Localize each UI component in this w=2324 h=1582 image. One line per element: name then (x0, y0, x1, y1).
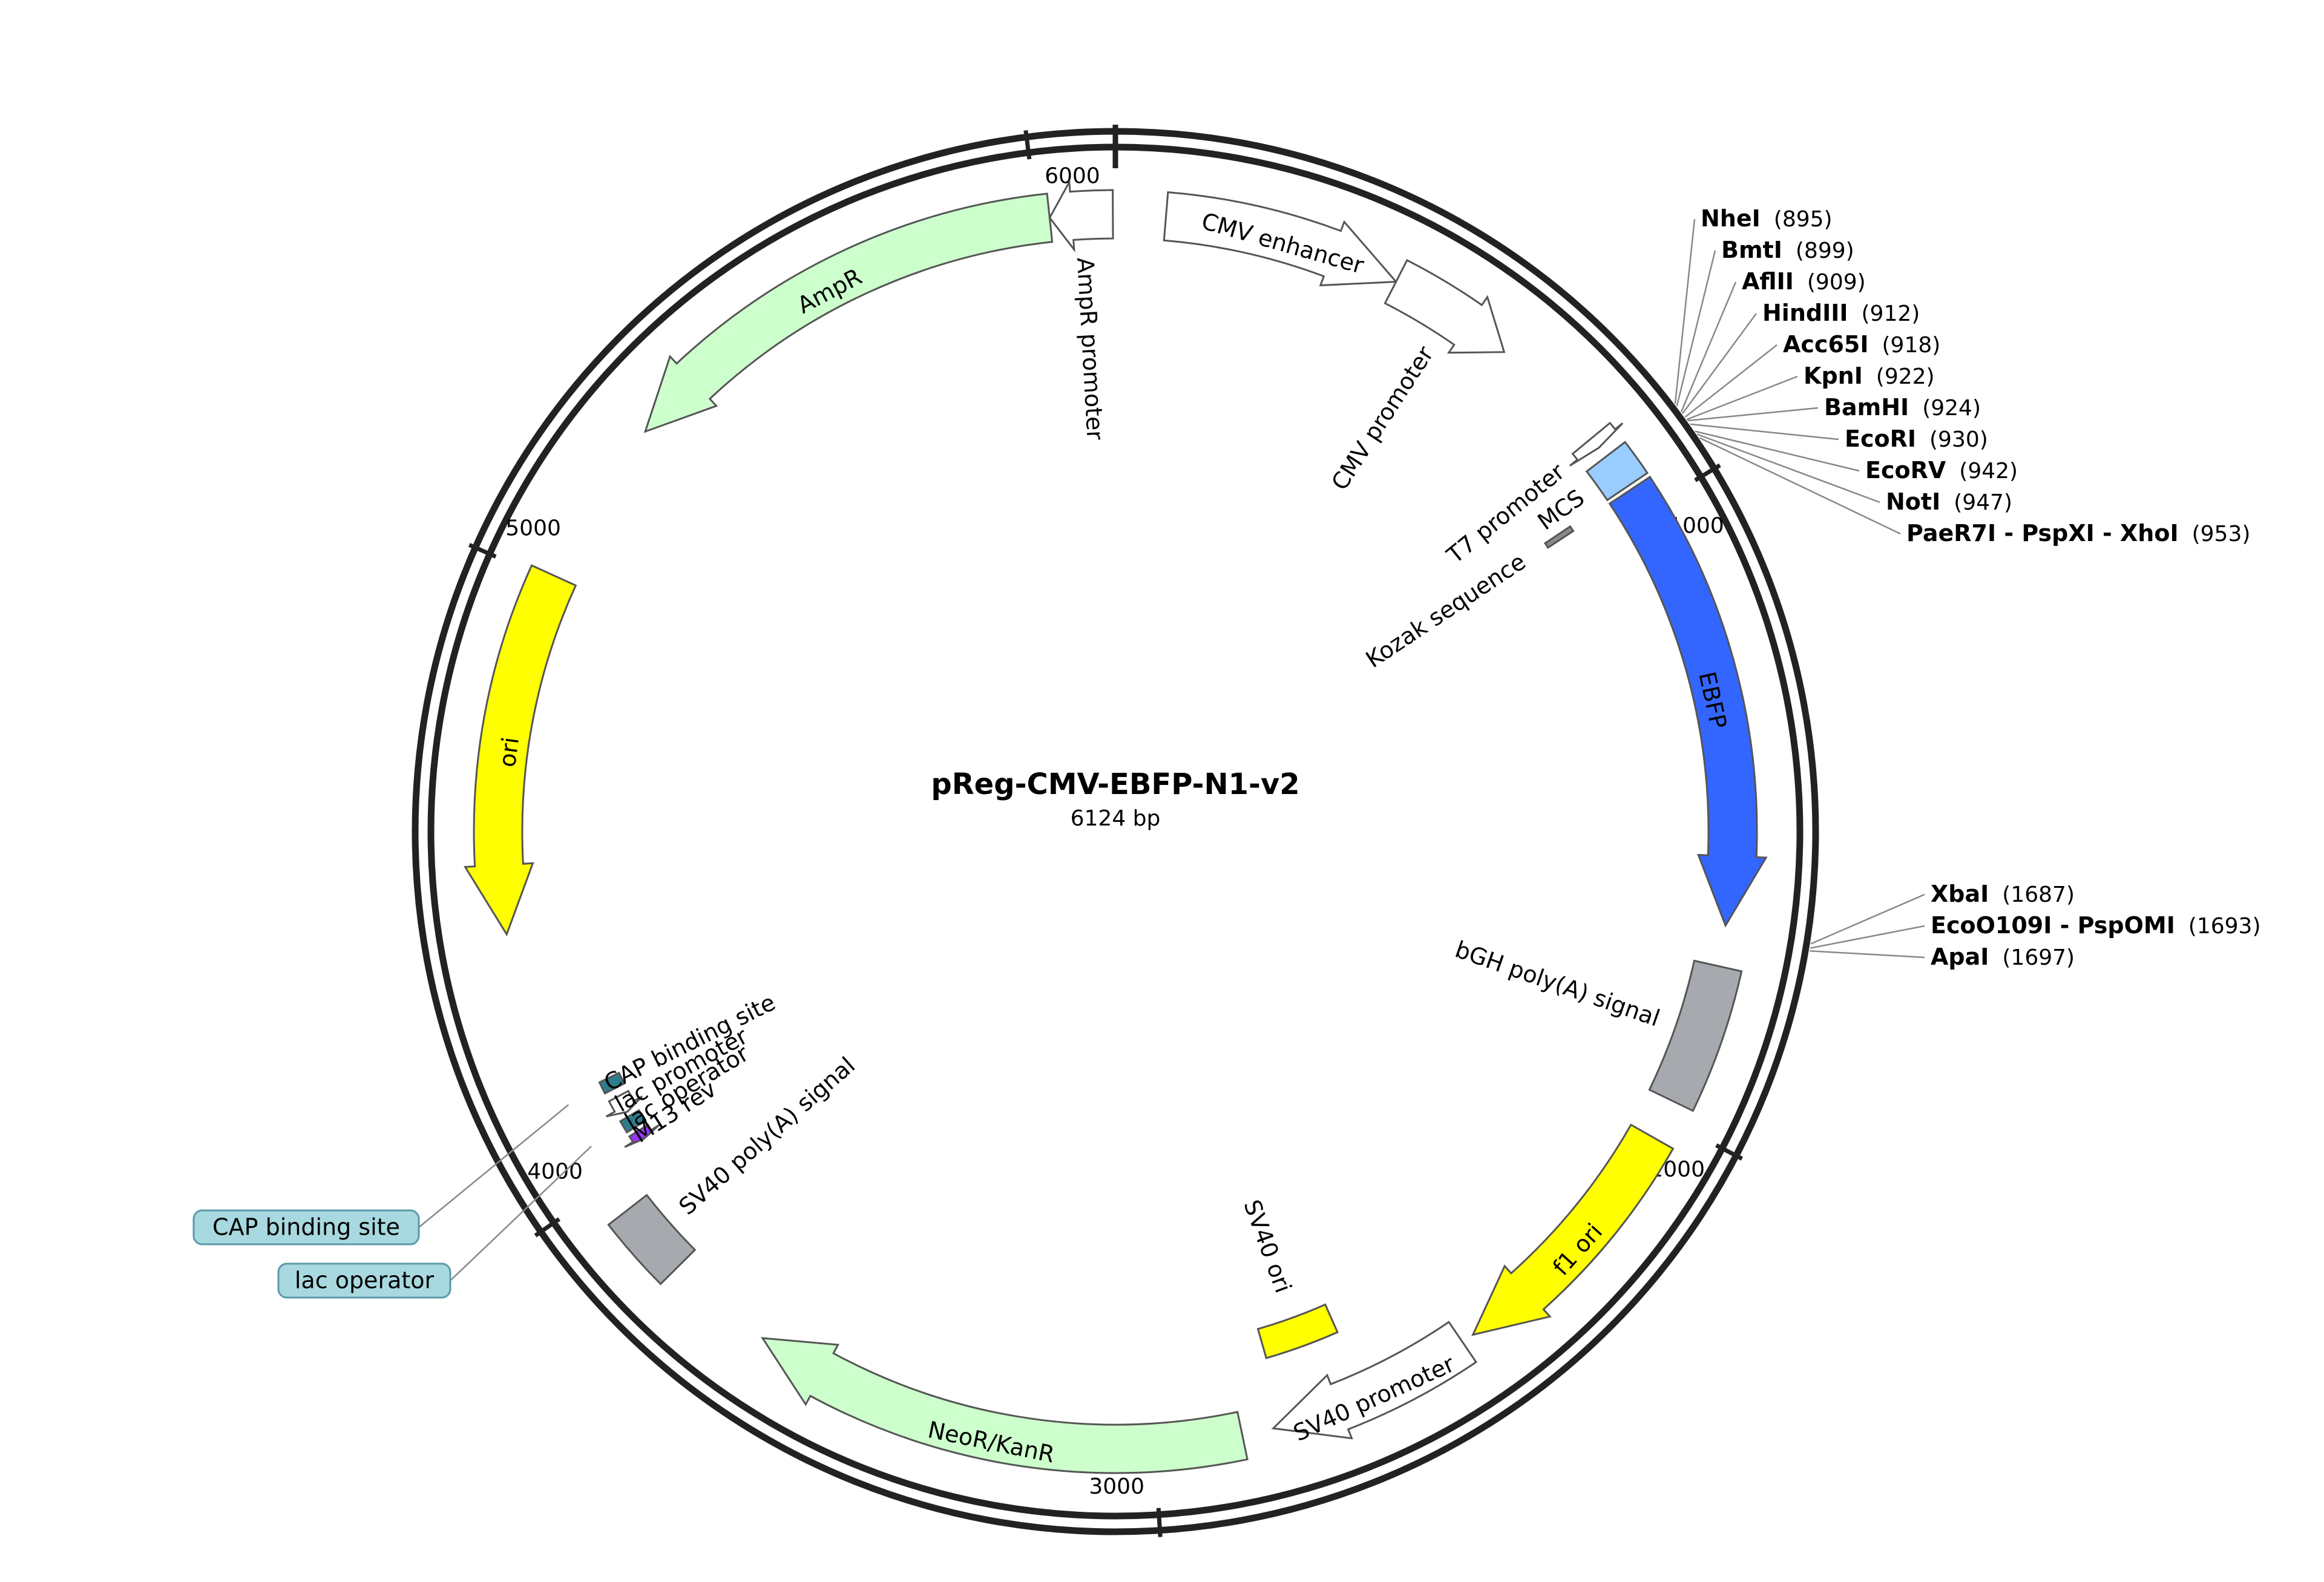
callout-box (277, 1262, 451, 1299)
site-position: (922) (1876, 364, 1935, 389)
site-position: (930) (1929, 427, 1988, 452)
plasmid-size: 6124 bp (1071, 806, 1161, 831)
feature-m13-rev (624, 1123, 660, 1148)
site-label: Acc65I (1783, 331, 1868, 358)
feature-neor-kanr (761, 1337, 1249, 1474)
site-position: (942) (1959, 459, 2018, 484)
site-position: (895) (1774, 207, 1833, 232)
feature-t7-promoter (1569, 421, 1624, 467)
feature-sv40-polya (607, 1193, 697, 1285)
backbone-ring (412, 128, 1819, 1535)
site-label: NheI (1701, 205, 1761, 232)
tick-mark (1023, 130, 1032, 160)
feature-lac-operator (619, 1109, 647, 1134)
tick-label: 3000 (1089, 1474, 1144, 1499)
site-leader (1696, 433, 1880, 504)
site-leader (1687, 407, 1819, 422)
site-label: ApaI (1931, 944, 1989, 970)
site-leader (1674, 218, 1696, 404)
feature-sv40-ori (1256, 1303, 1339, 1359)
site-label: KpnI (1804, 363, 1863, 389)
tick-mark (1156, 1508, 1163, 1537)
site-position: (1687) (2002, 882, 2075, 907)
site-position: (918) (1882, 333, 1941, 358)
feature-kozak (1543, 525, 1575, 549)
site-label: BamHI (1824, 394, 1909, 421)
plasmid-name: pReg-CMV-EBFP-N1-v2 (931, 767, 1299, 801)
feature-bgh-polya (1648, 959, 1743, 1112)
label-bgh-polya: bGH poly(A) signal (1452, 936, 1664, 1031)
feature-cmv-promoter (1384, 258, 1506, 354)
label-ampr-promoter: AmpR promoter (1072, 257, 1109, 441)
site-leader (1684, 344, 1777, 418)
site-label: EcoO109I - PspOMI (1931, 912, 2175, 939)
site-label: NotI (1886, 488, 1940, 515)
feature-callouts: CAP binding site lac operator (192, 1104, 592, 1299)
site-position: (909) (1807, 270, 1866, 295)
feature-lac-promoter (605, 1089, 643, 1118)
feature-cmv-enhancer (1163, 191, 1398, 287)
tick-label: 6000 (1045, 163, 1100, 188)
site-leader (1686, 375, 1798, 421)
site-leader (1680, 281, 1737, 413)
restriction-sites: NheI (895) BmtI (899)AflII (909) HindIII (912)… (1674, 205, 2261, 970)
feature-ebfp (1608, 475, 1768, 928)
feature-f1-ori (1471, 1123, 1675, 1336)
callout-box (192, 1209, 420, 1246)
feature-cap-binding (598, 1071, 626, 1095)
feature-sv40-promoter (1271, 1321, 1478, 1440)
site-leader (1699, 437, 1901, 535)
site-label: BmtI (1721, 237, 1782, 263)
site-position: (899) (1796, 238, 1854, 263)
label-kozak: Kozak sequence (1361, 548, 1531, 673)
site-label: EcoRI (1845, 425, 1916, 452)
callout-label: lac operator (295, 1267, 435, 1294)
label-ori: ori (494, 735, 524, 769)
callout-leader (418, 1104, 570, 1228)
label-cmv-promoter: CMV promoter (1326, 341, 1439, 495)
callout-label: CAP binding site (212, 1214, 400, 1241)
site-position: (947) (1954, 490, 2012, 515)
site-leader (1810, 950, 1925, 959)
callout-leader (450, 1145, 592, 1281)
label-sv40-ori: SV40 ori (1238, 1196, 1296, 1296)
site-leader (1690, 423, 1839, 441)
feature-mcs (1585, 441, 1649, 502)
site-position: (953) (2192, 522, 2251, 546)
tick-label: 5000 (505, 516, 561, 540)
site-label: XbaI (1931, 881, 1989, 907)
site-position: (1697) (2002, 945, 2075, 970)
feature-ampr (643, 192, 1054, 433)
tick-mark (468, 543, 497, 559)
site-leader (1676, 250, 1716, 407)
site-leader (1681, 313, 1758, 415)
site-leader (1695, 430, 1860, 472)
tick-mark (534, 1217, 560, 1238)
site-label: HindIII (1762, 300, 1848, 326)
site-label: EcoRV (1865, 457, 1946, 484)
feature-ori (464, 564, 577, 937)
site-label: AflII (1742, 268, 1794, 295)
site-position: (924) (1922, 396, 1981, 421)
site-leader (1810, 925, 1925, 949)
map-center-title: pReg-CMV-EBFP-N1-v2 6124 bp (931, 767, 1299, 831)
feature-annotations (464, 179, 1768, 1474)
site-position: (912) (1862, 301, 1920, 326)
tick-mark (1715, 1143, 1744, 1161)
tick-mark (1694, 463, 1721, 482)
feature-ampr-promoter (1048, 179, 1114, 253)
site-label: PaeR7I - PspXI - XhoI (1906, 520, 2179, 546)
site-position: (1693) (2188, 914, 2261, 939)
site-leader (1810, 893, 1925, 945)
